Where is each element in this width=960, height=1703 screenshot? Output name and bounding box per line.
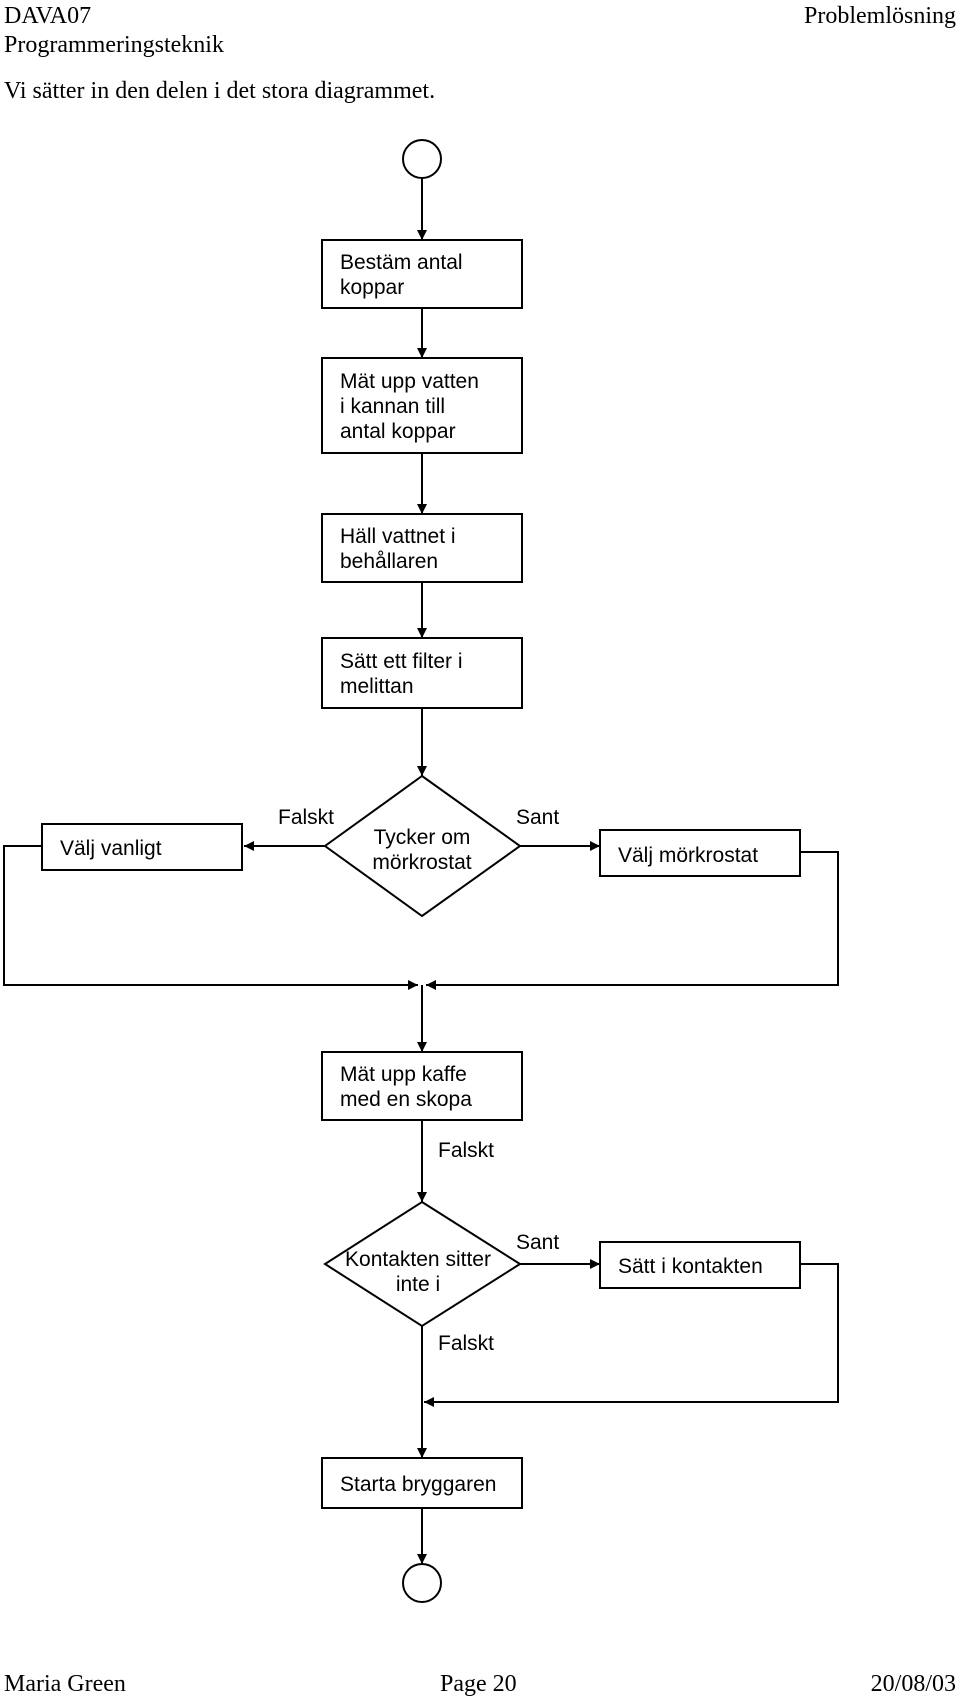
svg-text:med en skopa: med en skopa — [340, 1088, 472, 1111]
label-sant-2: Sant — [516, 1231, 559, 1254]
label-sant-1: Sant — [516, 806, 559, 829]
intro-text: Vi sätter in den delen i det stora diagr… — [4, 78, 436, 104]
svg-text:behållaren: behållaren — [340, 550, 438, 573]
svg-text:Starta bryggaren: Starta bryggaren — [340, 1473, 496, 1496]
flow-edges — [3, 178, 839, 1564]
process-hall-vattnet: Häll vattnet i behållaren — [321, 513, 523, 583]
subject-title: Programmeringsteknik — [4, 32, 224, 58]
process-bestam-antal: Bestäm antal koppar — [321, 239, 523, 309]
label-falskt-3: Falskt — [438, 1332, 494, 1355]
decision-kontakten-sitter-inte-i: Kontakten sitter inte i — [323, 1200, 522, 1328]
label-falskt-1: Falskt — [278, 806, 334, 829]
process-satt-filter: Sätt ett filter i melittan — [321, 637, 523, 709]
end-node — [402, 1563, 442, 1603]
svg-text:melittan: melittan — [340, 675, 414, 698]
section-title: Problemlösning — [803, 3, 956, 29]
svg-text:Välj vanligt: Välj vanligt — [60, 837, 162, 860]
process-valj-morkrostat: Välj mörkrostat — [599, 829, 801, 877]
svg-text:Sätt i kontakten: Sätt i kontakten — [618, 1255, 763, 1278]
start-node — [402, 139, 442, 179]
svg-text:antal koppar: antal koppar — [340, 420, 456, 443]
svg-text:mörkrostat: mörkrostat — [372, 851, 471, 874]
svg-text:i kannan till: i kannan till — [340, 395, 445, 418]
footer-author: Maria Green — [4, 1671, 126, 1697]
svg-text:Sätt ett filter i: Sätt ett filter i — [340, 650, 463, 673]
svg-text:Mät upp kaffe: Mät upp kaffe — [340, 1063, 467, 1086]
svg-text:Mät upp vatten: Mät upp vatten — [340, 370, 479, 393]
footer-date: 20/08/03 — [870, 1671, 956, 1697]
svg-text:inte i: inte i — [396, 1273, 440, 1296]
svg-text:Välj mörkrostat: Välj mörkrostat — [618, 844, 758, 867]
process-mat-vatten: Mät upp vatten i kannan till antal koppa… — [321, 357, 523, 454]
svg-text:Häll vattnet i: Häll vattnet i — [340, 525, 456, 548]
label-falskt-2: Falskt — [438, 1139, 494, 1162]
process-valj-vanligt: Välj vanligt — [41, 823, 243, 871]
decision-tycker-om-morkrostat: Tycker om mörkrostat — [323, 774, 522, 918]
svg-text:Tycker om: Tycker om — [374, 826, 471, 849]
process-mat-kaffe: Mät upp kaffe med en skopa — [321, 1051, 523, 1121]
footer-page: Page 20 — [440, 1671, 517, 1697]
svg-text:Bestäm antal: Bestäm antal — [340, 251, 463, 274]
course-code: DAVA07 — [4, 3, 92, 29]
svg-text:Kontakten sitter: Kontakten sitter — [345, 1248, 491, 1271]
process-starta-bryggaren: Starta bryggaren — [321, 1457, 523, 1509]
process-satt-i-kontakten: Sätt i kontakten — [599, 1241, 801, 1289]
svg-text:koppar: koppar — [340, 276, 404, 299]
